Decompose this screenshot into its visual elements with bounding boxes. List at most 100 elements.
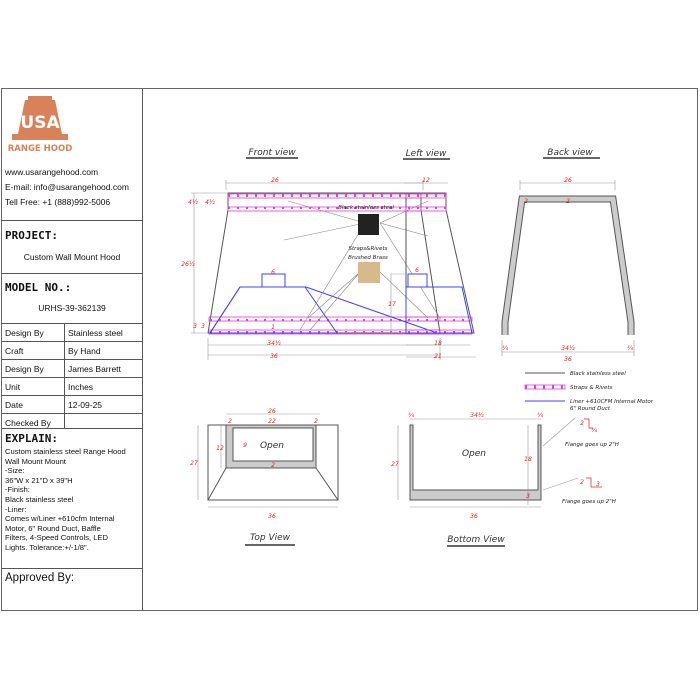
svg-text:9: 9: [243, 442, 247, 449]
svg-text:Liner +610CFM Internal Motor: Liner +610CFM Internal Motor: [570, 399, 654, 405]
svg-text:Left view: Left view: [406, 149, 447, 159]
divider: [64, 414, 65, 428]
svg-text:Straps&Rivets: Straps&Rivets: [349, 246, 388, 252]
legend: Black stainless steel Straps & Rivets Li…: [524, 371, 654, 412]
explain-line: -Size:: [5, 466, 25, 476]
usa-range-hood-logo: USA RANGE HOOD: [8, 96, 72, 154]
bottom-view: ¾ 34½ ¾ 27 18 3 Open 36 Bottom View 2 ¾ …: [391, 412, 619, 547]
project-value: Custom Wall Mount Hood: [23, 252, 121, 262]
svg-text:22: 22: [268, 418, 276, 425]
svg-text:4½: 4½: [188, 199, 198, 206]
spec-key: Design By: [5, 364, 44, 374]
divider: [64, 324, 65, 341]
svg-text:27: 27: [190, 460, 198, 467]
svg-text:12: 12: [422, 177, 430, 184]
svg-text:18: 18: [434, 340, 442, 347]
svg-text:¾: ¾: [502, 345, 508, 352]
explain-line: Custom stainless steel Range Hood: [5, 447, 126, 456]
svg-text:26: 26: [268, 408, 276, 415]
svg-text:27: 27: [391, 461, 399, 468]
svg-text:34½: 34½: [267, 340, 281, 347]
divider: [64, 378, 65, 395]
explain-line: 36"W x 21"D x 39"H: [5, 475, 73, 485]
spec-value: By Hand: [68, 346, 101, 356]
website-link[interactable]: www.usarangehood.com: [5, 167, 99, 177]
svg-text:34½: 34½: [470, 412, 484, 419]
phone-number: Tell Free: +1 (888)992-5006: [5, 197, 111, 207]
divider: [64, 396, 65, 413]
svg-text:1: 1: [271, 324, 275, 331]
svg-text:Black stainless steel: Black stainless steel: [570, 371, 626, 377]
material-callouts: Black stainless steel Straps&Rivets Brus…: [283, 200, 441, 331]
svg-text:RANGE HOOD: RANGE HOOD: [8, 144, 72, 154]
svg-text:12: 12: [216, 445, 224, 452]
email-link[interactable]: E-mail: info@usarangehood.com: [5, 182, 129, 192]
svg-text:2: 2: [314, 418, 318, 425]
svg-text:3: 3: [596, 481, 600, 488]
svg-text:¾: ¾: [591, 427, 597, 434]
front-view: Front view: [181, 148, 441, 360]
svg-text:Top View: Top View: [250, 533, 291, 543]
svg-text:36: 36: [470, 513, 478, 520]
svg-text:¾: ¾: [537, 412, 543, 419]
svg-text:USA: USA: [20, 113, 60, 133]
svg-text:2: 2: [271, 462, 275, 469]
spec-key: Design By: [5, 328, 44, 338]
explain-line: Comes w/Liner +610cfm Internal: [5, 514, 115, 524]
spec-key: Date: [5, 400, 23, 410]
svg-text:Flange goes up 2"H: Flange goes up 2"H: [565, 442, 619, 448]
svg-text:Straps & Rivets: Straps & Rivets: [570, 385, 613, 391]
spec-row: Unit Inches: [2, 378, 142, 396]
explain-line: Motor, 6" Round Duct, Baffle: [5, 523, 101, 533]
model-section: MODEL NO.: URHS-39-362139: [2, 274, 142, 324]
svg-text:6: 6: [415, 267, 419, 274]
svg-text:2: 2: [524, 198, 528, 205]
spec-key: Unit: [5, 382, 21, 392]
project-section: PROJECT: Custom Wall Mount Hood: [2, 221, 142, 274]
svg-text:Open: Open: [462, 449, 486, 459]
svg-text:2: 2: [580, 420, 584, 427]
svg-text:17: 17: [388, 301, 396, 308]
svg-text:2: 2: [580, 479, 584, 486]
spec-sheet: USA RANGE HOOD www.usarangehood.com E-ma…: [1, 88, 698, 611]
svg-text:3: 3: [201, 323, 205, 330]
svg-text:Bottom View: Bottom View: [447, 535, 505, 545]
svg-text:36: 36: [270, 353, 278, 360]
company-section: USA RANGE HOOD www.usarangehood.com E-ma…: [2, 89, 142, 221]
svg-text:36: 36: [564, 356, 572, 363]
svg-text:Open: Open: [260, 441, 284, 451]
title-block: USA RANGE HOOD www.usarangehood.com E-ma…: [2, 89, 143, 610]
svg-text:¾: ¾: [408, 412, 414, 419]
black-stainless-swatch: [358, 214, 379, 235]
project-label: PROJECT:: [5, 229, 58, 242]
explain-label: EXPLAIN:: [5, 432, 58, 445]
back-view: Back view 26 2 2 ¾ 34½ ¾ 36: [501, 148, 635, 363]
spec-value: Inches: [68, 382, 94, 392]
top-view: 26 2 22 2 27 12 9 2 Open 36 Top View: [190, 408, 339, 546]
spec-row: Checked By: [2, 414, 142, 429]
svg-text:Brushed Brass: Brushed Brass: [348, 255, 388, 261]
svg-text:26½: 26½: [181, 261, 195, 268]
divider: [64, 360, 65, 377]
svg-text:Black stainless steel: Black stainless steel: [338, 205, 394, 211]
explain-section: EXPLAIN: Custom stainless steel Range Ho…: [2, 429, 142, 569]
model-value: URHS-39-362139: [38, 303, 106, 313]
spec-value: 12-09-25: [68, 400, 103, 410]
explain-line: Lights. Tolerance:+/-1/8".: [5, 542, 89, 552]
svg-text:Back view: Back view: [547, 148, 593, 158]
brushed-brass-swatch: [358, 262, 380, 283]
contact-info: www.usarangehood.com E-mail: info@usaran…: [5, 165, 129, 210]
svg-text:6: 6: [271, 269, 275, 276]
approved-label: Approved By:: [5, 572, 75, 584]
left-view: Left view 12 6 17 18 21: [388, 149, 476, 360]
svg-text:36: 36: [268, 513, 276, 520]
svg-text:2: 2: [566, 198, 570, 205]
svg-text:34½: 34½: [561, 345, 575, 352]
spec-key: Checked By: [5, 418, 51, 428]
explain-line: -Finish:: [5, 485, 30, 495]
